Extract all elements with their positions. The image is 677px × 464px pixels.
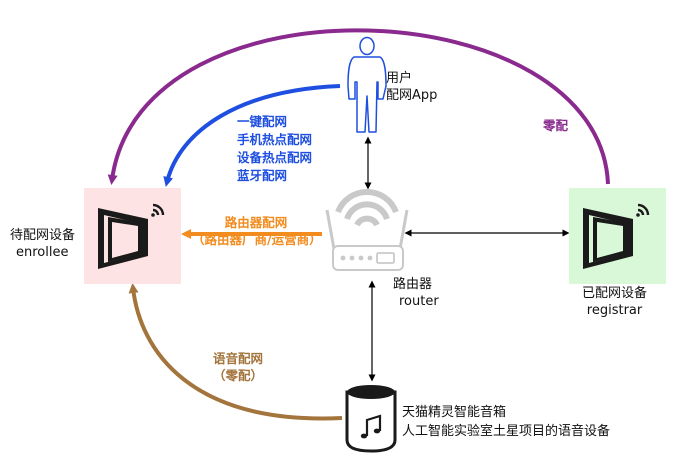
router-config-line1: 路由器配网 — [224, 215, 288, 230]
router-label-line2: router — [399, 294, 439, 309]
person-silhouette-icon — [347, 36, 387, 133]
user-label: 用户 配网App — [386, 70, 437, 104]
enrollee-device — [84, 188, 181, 284]
router-label: 路由器 router — [393, 276, 439, 310]
speaker-label-line2: 人工智能实验室土星项目的语音设备 — [402, 424, 611, 439]
app-method-item: 蓝牙配网 — [237, 168, 288, 183]
enrollee-label-line1: 待配网设备 — [10, 228, 76, 243]
smart-speaker-music-note-icon — [345, 385, 397, 453]
speaker-label: 天猫精灵智能音箱 人工智能实验室土星项目的语音设备 — [402, 403, 610, 441]
registrar-label-line2: registrar — [586, 303, 643, 318]
registrar-label: 已配网设备 registrar — [582, 285, 647, 319]
app-method-item: 设备热点配网 — [237, 150, 313, 165]
voice-config-label: 语音配网 （零配） — [200, 350, 276, 384]
enrollee-label-line2: enrollee — [16, 245, 69, 260]
voice-config-line1: 语音配网 — [212, 351, 263, 366]
router-config-line2: （路由器厂商/运营商） — [192, 232, 322, 247]
zero-config-arrow — [107, 28, 610, 185]
app-config-arrow — [163, 84, 341, 187]
app-method-item: 一键配网 — [237, 114, 288, 129]
router-label-line1: 路由器 — [393, 277, 433, 292]
registrar-label-line1: 已配网设备 — [582, 286, 648, 301]
speaker-label-line1: 天猫精灵智能音箱 — [402, 405, 507, 420]
app-methods-list: 一键配网 手机热点配网 设备热点配网 蓝牙配网 — [237, 113, 312, 185]
zero-config-label: 零配 — [543, 118, 569, 133]
user-label-line1: 用户 — [386, 71, 413, 86]
enrollee-device-icon — [98, 203, 165, 269]
user-label-line2: 配网App — [386, 88, 438, 103]
registrar-device — [569, 188, 666, 284]
app-method-item: 手机热点配网 — [237, 132, 313, 147]
enrollee-label: 待配网设备 enrollee — [10, 227, 75, 261]
wifi-router-icon — [325, 189, 409, 271]
voice-config-line2: （零配） — [212, 368, 263, 383]
registrar-device-icon — [583, 203, 650, 269]
router-config-label: 路由器配网 （路由器厂商/运营商） — [192, 214, 322, 248]
voice-config-arrow — [128, 283, 343, 421]
